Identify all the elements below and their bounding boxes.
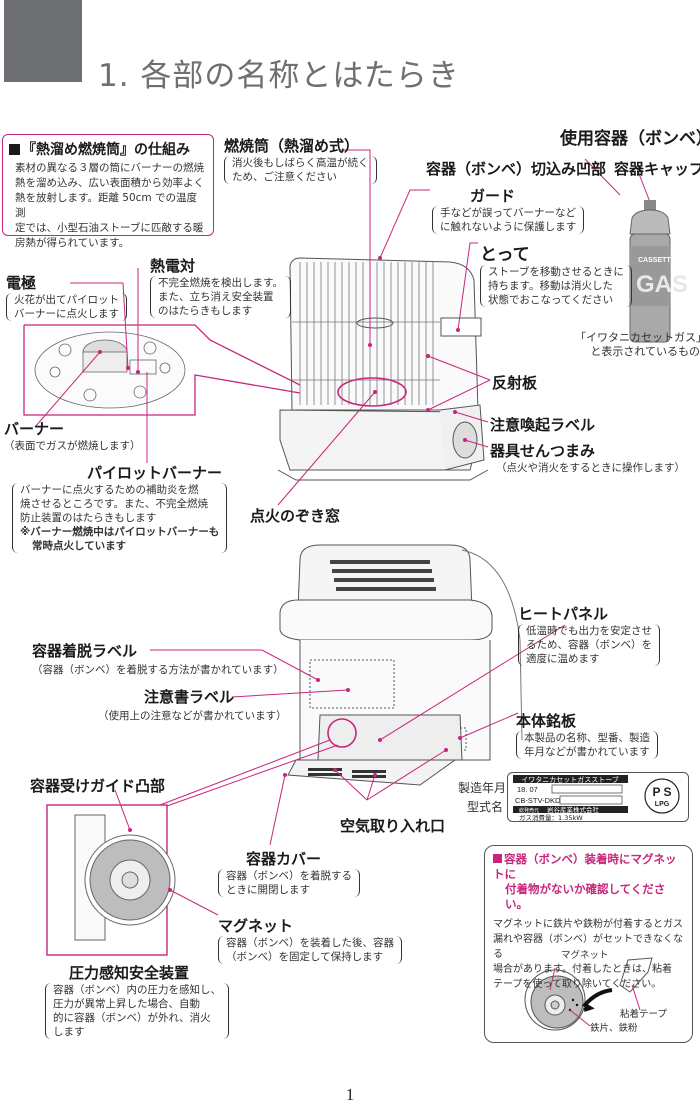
guide-boss-highlight [327,718,357,748]
burner-detail-frame [23,325,301,416]
mechanism-body: 素材の異なる３層の筒にバーナーの燃焼 熱を溜め込み、広い表面積から効率よく 熱を… [15,162,204,249]
callout-mfg-date: 製造年月 [458,781,507,795]
magnet-diagram-label-tape: 粘着テープ [620,1009,667,1020]
callout-electrode: 電極 火花が出てパイロットバーナーに点火します [6,272,127,321]
nameplate-label: イワタニカセットガスストーブ 18. 07 CB-STV-DKD 総発売元 岩谷… [507,772,689,822]
leader-lines-lower [114,624,566,916]
ignition-window-highlight [337,377,407,407]
callout-guard: ガード 手などが誤ってバーナーなどに触れないように保護します [432,185,585,234]
magnet-diagram [524,957,653,1031]
callout-mount-label: 容器着脱ラベル （容器（ボンベ）を着脱する方法が書かれています） [32,642,284,676]
callout-air-intake: 空気取り入れ口 [340,817,446,835]
callout-pilot-burner: パイロットバーナー バーナーに点火するための補助炎を燃焼させるところです。また、… [12,462,228,553]
mechanism-info-box: 『熱溜め燃焼筒』の仕組み 素材の異なる３層の筒にバーナーの燃焼 熱を溜め込み、広… [2,134,214,249]
callout-guide-boss: 容器受けガイド凸部 [30,777,166,795]
air-intake-slots [308,768,386,778]
cylinder-mount-drawing [74,814,176,941]
callout-combustion-cylinder: 燃焼筒（熱溜め式） 消火後もしばらく高温が続くため、ご注意ください [224,135,377,184]
callout-pressure-device: 圧力感知安全装置 容器（ボンベ）内の圧力を感知し、圧力が異常上昇した場合、自動的… [45,962,229,1039]
leader-dots-lower [128,678,462,892]
callout-cylinder-cover: 容器カバー 容器（ボンベ）を着脱するときに開閉します [218,848,360,897]
nameplate-product: イワタニカセットガスストーブ [521,775,619,784]
svg-text:P S: P S [652,785,671,799]
nameplate-date: 18. 07 [517,785,538,794]
callout-warning-label: 注意書ラベル （使用上の注意などが書かれています） [98,688,287,722]
magnet-diagram-label-magnet: マグネット [561,950,609,961]
page-number: 1 [345,1085,355,1104]
arrow-icon [581,988,613,1012]
callout-cylinder-notch: 容器（ボンベ）切込み凹部 [426,160,607,178]
callout-model-name: 型式名 [467,800,504,814]
callout-magnet: マグネット 容器（ボンベ）を装着した後、容器（ボンベ）を固定して保持します [218,915,402,964]
gas-type-note: 「イワタニカセットガス」 と表示されているもの [575,331,700,358]
nameplate-maker: 岩谷産業株式会社 [547,805,600,814]
callout-handle: とって ストーブを移動させるときに持ちます。移動は消火した状態でおこなってくださ… [480,240,632,307]
cylinder-top [356,317,394,329]
callout-cylinder-cap: 容器キャップ [614,160,700,178]
mechanism-title: 『熱溜め燃焼筒』の仕組み [22,142,190,158]
leader-lines-upper [34,149,654,506]
nameplate-maker-tag: 総発売元 [519,807,539,814]
callout-heat-panel: ヒートパネル 低温時でも出力を安定させるため、容器（ボンベ）を適度に温めます [518,603,660,666]
page-title: 1. 各部の名称とはたらき [98,58,460,94]
svg-text:LPG: LPG [655,801,670,808]
magnet-warning-box: 容器（ボンベ）装着時にマグネットに 付着物がないか確認してください。 マグネット… [484,845,693,1043]
nameplate-model: CB-STV-DKD [515,796,561,805]
magnet-diagram-label-iron: 鉄片、鉄粉 [590,1023,638,1034]
adhesive-tape-icon [619,957,653,993]
callout-caution-label: 注意喚起ラベル [490,416,596,434]
square-bullet-icon [9,144,20,155]
section-header-block [4,0,82,82]
top-vent-slots [330,560,436,591]
gas-can-brand-small: CASSETTE [638,257,676,264]
gas-can-brand-big: GAS [636,271,688,298]
leader-dots-upper [98,256,467,442]
callout-burner: バーナー （表面でガスが燃焼します） [4,420,141,452]
callout-ignition-window: 点火のぞき窓 [250,507,341,525]
square-bullet-icon [493,854,502,863]
callout-valve-knob: 器具せんつまみ （点火や消火をするときに操作します） [490,442,685,474]
callout-nameplate: 本体銘板 本製品の名称、型番、製造年月などが書かれています [516,710,658,759]
callout-thermocouple: 熱電対 不完全燃焼を検出します。また、立ち消え安全装置のはたらきもします [150,255,291,318]
gas-can-illustration [629,200,671,343]
nameplate-consumption: ガス消費量：1.35kW [519,813,583,822]
callout-cylinder-used: 使用容器（ボンベ） [560,129,700,149]
ps-lpg-mark-icon [644,778,680,814]
callout-reflector: 反射板 [492,374,538,392]
